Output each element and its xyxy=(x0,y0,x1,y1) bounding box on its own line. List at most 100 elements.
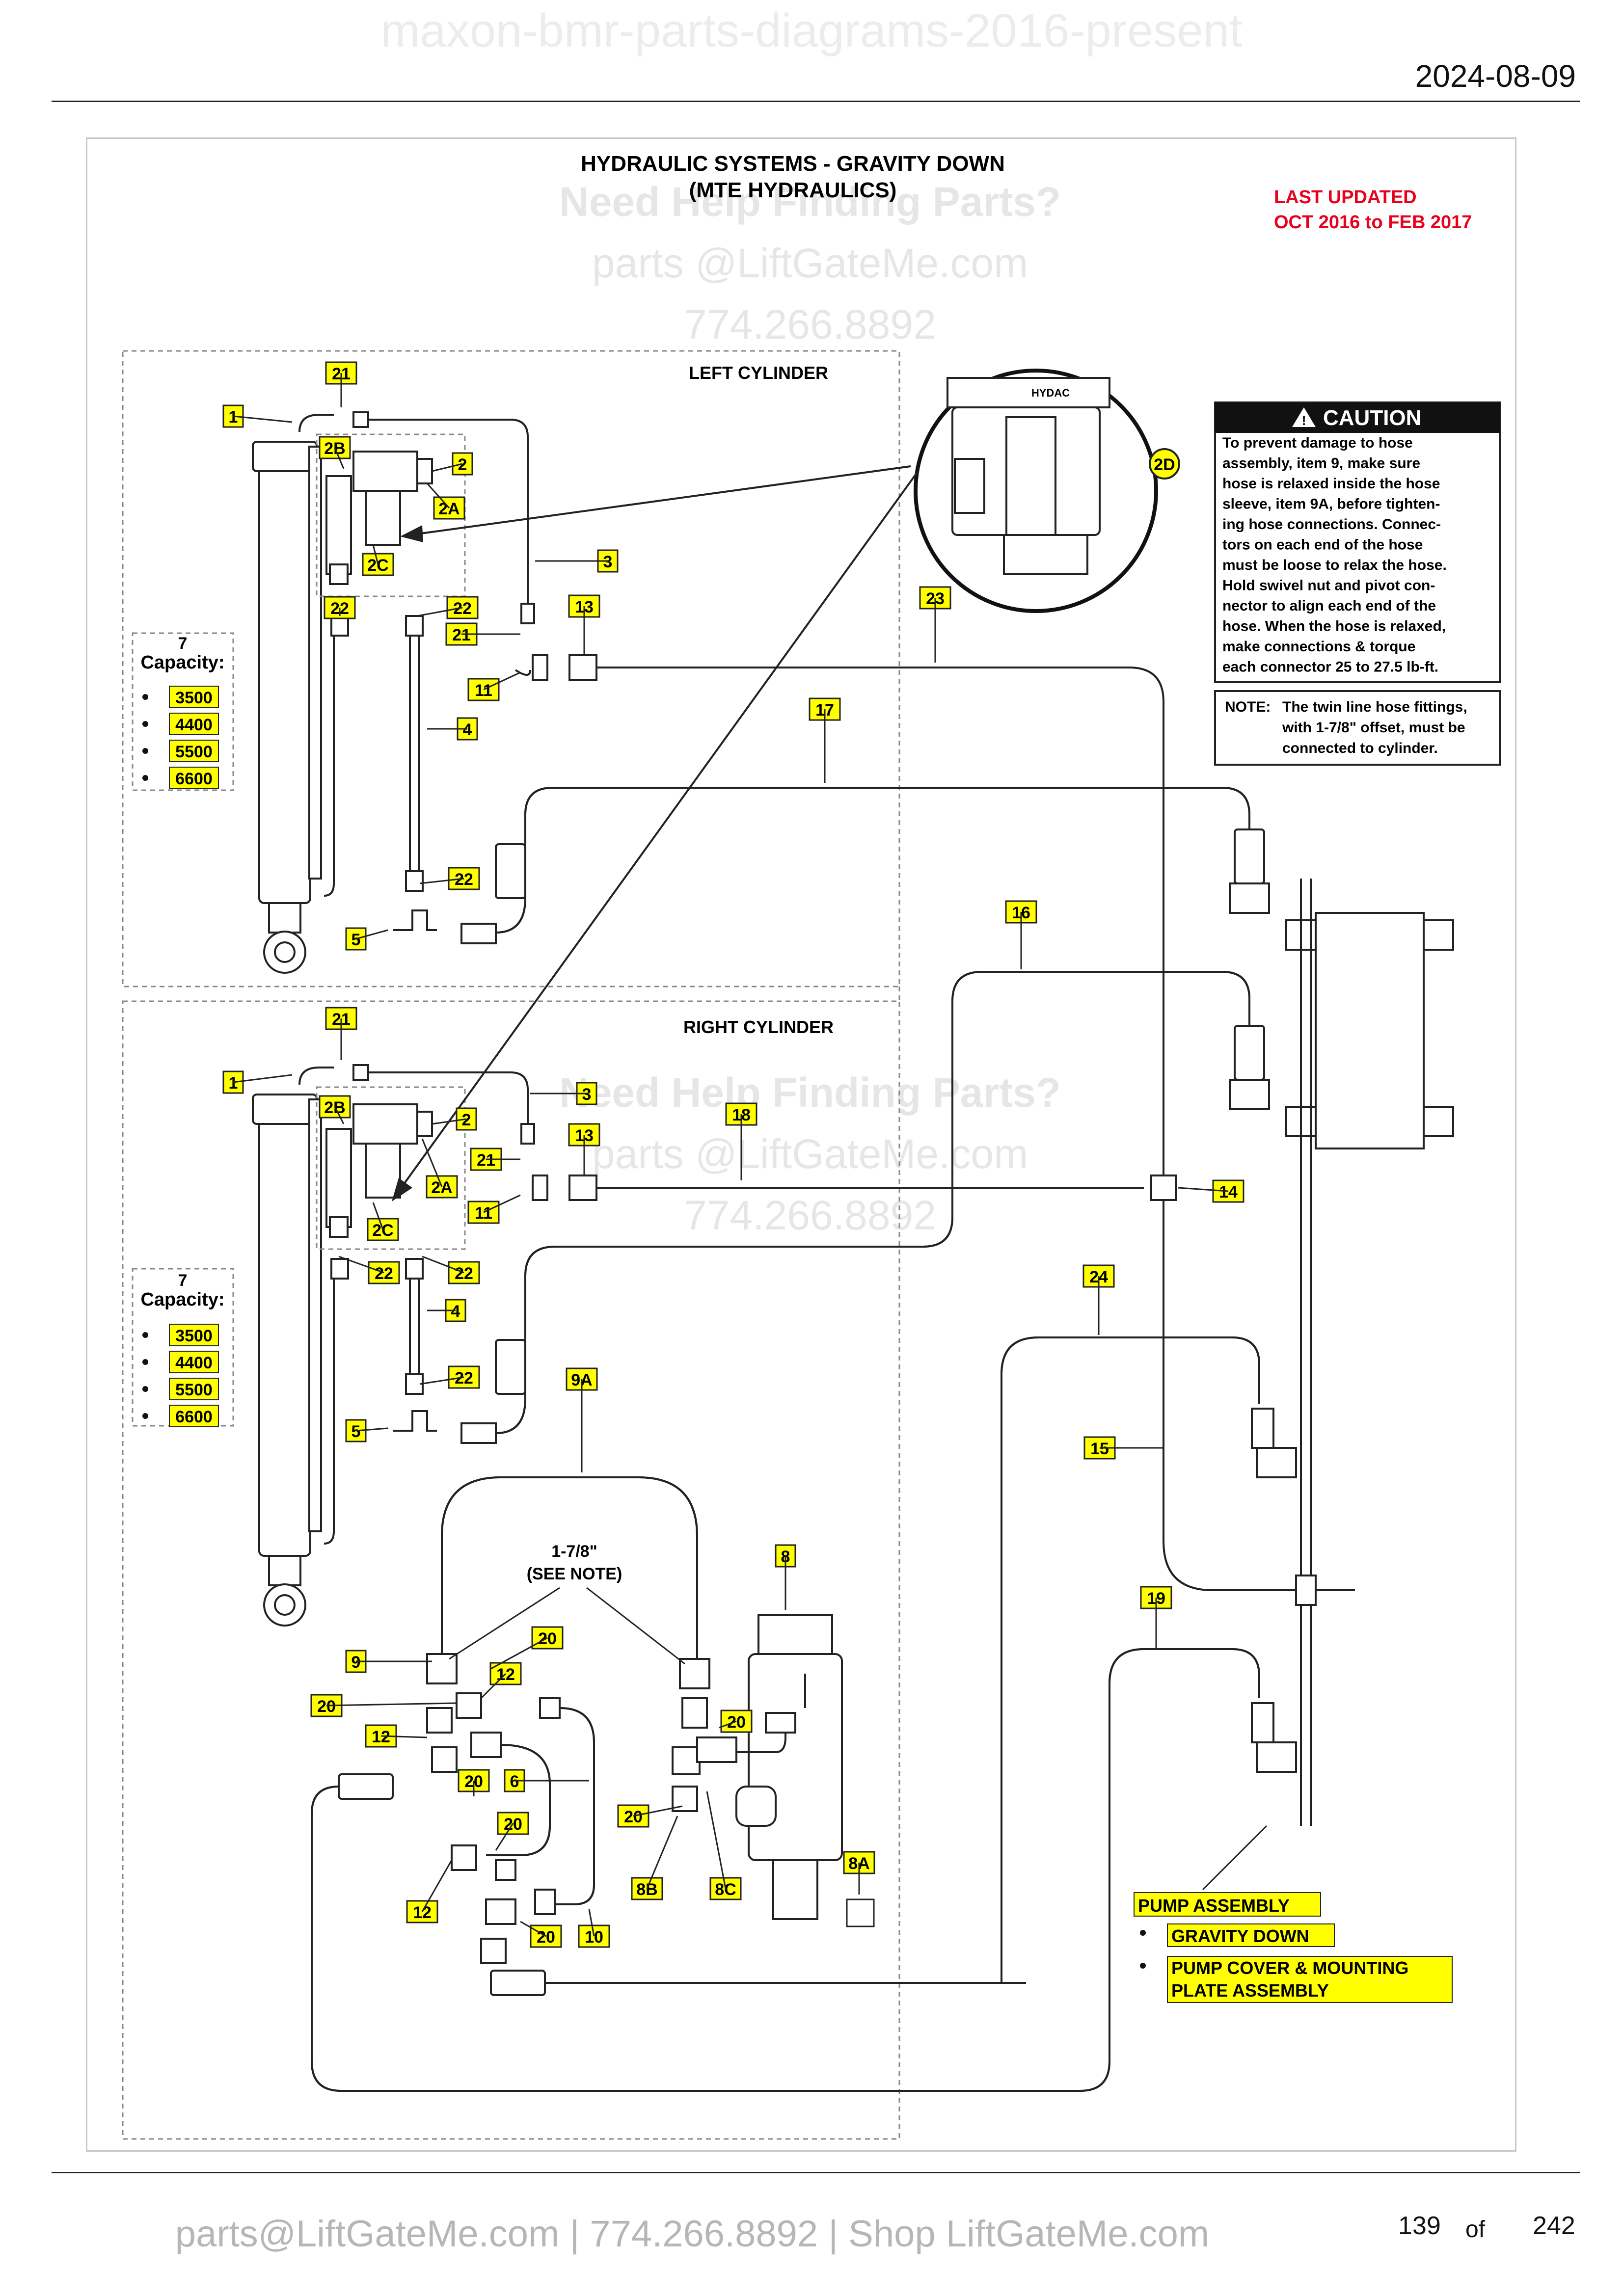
capacity-badge xyxy=(169,1351,219,1373)
leader-line xyxy=(334,447,345,469)
callout-leaders xyxy=(233,373,1229,1937)
part-callout-2c: 2C xyxy=(367,556,388,575)
capacity-badge xyxy=(169,1324,219,1346)
offset-note-text: (SEE NOTE) xyxy=(527,1565,622,1583)
caution-box: ! CAUTION xyxy=(1214,401,1501,683)
last-updated-range: OCT 2016 to FEB 2017 xyxy=(1274,212,1472,233)
watermark-line1: Need Help Finding Parts? xyxy=(559,179,1061,225)
caution-line: tors on each end of the hose xyxy=(1222,537,1423,553)
bullet-icon xyxy=(142,1359,148,1365)
valve-detail-drawing: HYDAC xyxy=(947,377,1110,575)
svg-text:!: ! xyxy=(1301,413,1306,428)
diagram-title: HYDRAULIC SYSTEMS - GRAVITY DOWN xyxy=(581,152,1005,176)
leader-line xyxy=(706,1791,727,1889)
caution-line: Hold swivel nut and pivot con- xyxy=(1222,578,1435,594)
part-callout-6: 6 xyxy=(510,1772,519,1791)
leader-line xyxy=(326,1702,457,1707)
leader-line xyxy=(334,1106,345,1124)
part-callout-2a: 2A xyxy=(438,500,460,518)
print-date: 2024-08-09 xyxy=(1415,58,1576,94)
leader-line xyxy=(432,463,463,472)
bullet-icon xyxy=(142,721,148,727)
leader-line xyxy=(483,1194,521,1213)
watermark-line1: Need Help Finding Parts? xyxy=(559,1069,1061,1116)
capacity-item-number: 7 xyxy=(178,634,188,653)
bullet-icon xyxy=(142,1386,148,1392)
part-callout-4: 4 xyxy=(463,721,472,739)
leader-line xyxy=(1178,1187,1229,1192)
pump-reservoir xyxy=(748,1653,843,1861)
leader-line xyxy=(480,1673,507,1699)
part-callout-box xyxy=(448,1365,480,1389)
part-callout-15: 15 xyxy=(1090,1440,1109,1458)
caution-line: To prevent damage to hose xyxy=(1222,435,1413,451)
leader-line xyxy=(419,878,464,884)
leader-line xyxy=(495,1823,514,1851)
watermark-line2: parts @LiftGateMe.com xyxy=(592,240,1028,286)
caution-line: hose. When the hose is relaxed, xyxy=(1222,618,1446,635)
capacity-badge xyxy=(169,767,219,789)
part-callout-1: 1 xyxy=(229,408,238,427)
detail-2d-badge xyxy=(1149,448,1180,480)
pump-assembly-item2-line1: PUMP COVER & MOUNTING xyxy=(1171,1958,1408,1978)
capacity-badge xyxy=(169,1378,219,1400)
part-callout-22: 22 xyxy=(375,1264,393,1283)
capacity-badge xyxy=(169,740,219,762)
leader-line xyxy=(646,1815,678,1889)
detail-pointer-arrows xyxy=(392,465,919,1201)
part-callout-11: 11 xyxy=(475,681,492,700)
page-of-label: of xyxy=(1465,2216,1486,2243)
page-total: 242 xyxy=(1533,2212,1575,2240)
caution-line: ing hose connections. Connec- xyxy=(1222,516,1441,533)
part-callout-14: 14 xyxy=(1219,1183,1238,1201)
pump-assembly-label: PUMP ASSEMBLY GRAVITY DOWN PUMP COVER & … xyxy=(1134,1825,1453,2003)
diagram-frame xyxy=(86,137,1516,2152)
watermark-line2: parts @LiftGateMe.com xyxy=(592,1131,1028,1177)
valve-block xyxy=(1315,912,1425,1149)
bullet-icon xyxy=(142,748,148,754)
bullet-icon xyxy=(142,775,148,781)
leader-line xyxy=(233,1074,293,1083)
watermark-middle: Need Help Finding Parts? parts @LiftGate… xyxy=(559,1069,1061,1238)
leader-line xyxy=(483,671,521,691)
caution-line: must be loose to relax the hose. xyxy=(1222,557,1447,573)
footer-contact: parts@LiftGateMe.com | 774.266.8892 | Sh… xyxy=(175,2213,1210,2255)
part-callout-9: 9 xyxy=(352,1653,361,1672)
part-callout-20: 20 xyxy=(537,1928,555,1947)
leader-line xyxy=(419,1376,464,1385)
leader-line xyxy=(421,1860,453,1912)
part-callout-10: 10 xyxy=(585,1928,603,1947)
bullet-icon xyxy=(142,1332,148,1338)
right-cylinder-region xyxy=(122,1000,900,2140)
note-box: NOTE: The twin line hose fittings, with … xyxy=(1214,690,1501,766)
pump-assembly-item1: GRAVITY DOWN xyxy=(1171,1926,1309,1946)
part-callout-box xyxy=(456,1107,477,1131)
caution-line: sleeve, item 9A, before tighten- xyxy=(1222,496,1440,512)
part-callout-1: 1 xyxy=(229,1074,238,1093)
header-rule xyxy=(52,101,1580,102)
part-callout-box xyxy=(725,1102,757,1126)
bullet-icon xyxy=(142,1413,148,1419)
leader-line xyxy=(422,1255,464,1274)
capacity-badge xyxy=(169,686,219,708)
leader-line xyxy=(588,1909,595,1937)
leader-line xyxy=(426,482,450,509)
caution-title: CAUTION xyxy=(1323,406,1421,430)
left-cylinder xyxy=(252,411,1164,1129)
part-callout-21: 21 xyxy=(477,1151,495,1170)
leader-line xyxy=(432,1118,467,1125)
part-callout-8b: 8B xyxy=(636,1880,657,1899)
part-callout-5: 5 xyxy=(352,931,361,949)
part-callout-box xyxy=(489,1662,522,1685)
right-cylinder-label: RIGHT CYLINDER xyxy=(683,1017,834,1037)
watermark-line3: 774.266.8892 xyxy=(684,1192,936,1238)
leader-line xyxy=(633,1805,683,1817)
capacity-value: 4400 xyxy=(175,716,213,734)
caution-line: assembly, item 9, make sure xyxy=(1222,455,1420,472)
part-callout-2: 2 xyxy=(462,1111,471,1129)
capacity-value: 6600 xyxy=(175,770,213,788)
part-callout-8c: 8C xyxy=(715,1880,736,1899)
caution-text: To prevent damage to hose assembly, item … xyxy=(1222,435,1447,675)
part-callout-20: 20 xyxy=(727,1713,746,1732)
